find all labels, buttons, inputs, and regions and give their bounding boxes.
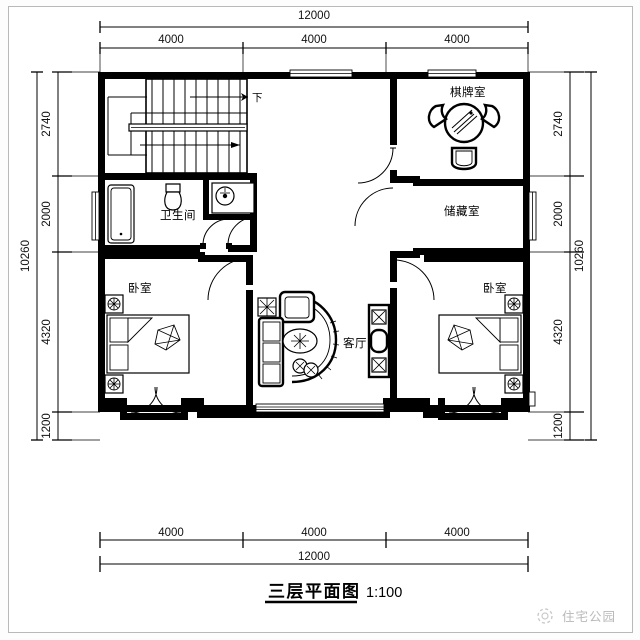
right-dim-seg-3: 4320 bbox=[553, 319, 565, 345]
drawing-scale: 1:100 bbox=[366, 585, 402, 601]
bedroom-left-furniture bbox=[104, 294, 190, 394]
right-dimension-chain: 2740 2000 4320 1200 10260 bbox=[528, 71, 597, 441]
right-dim-seg-2: 2000 bbox=[553, 201, 565, 227]
mahjong-furniture bbox=[427, 102, 501, 171]
bottom-dim-seg-1: 4000 bbox=[158, 527, 184, 539]
left-dim-seg-1: 2740 bbox=[41, 111, 53, 137]
door-bedroom-left bbox=[207, 257, 251, 301]
bottom-total-dim: 12000 bbox=[298, 551, 330, 563]
building-walls bbox=[98, 72, 530, 420]
right-dim-seg-4: 1200 bbox=[553, 413, 565, 439]
right-dim-seg-1: 2740 bbox=[553, 111, 565, 137]
bottom-dim-seg-3: 4000 bbox=[444, 527, 470, 539]
drawing-title: 三层平面图 bbox=[268, 582, 361, 602]
room-label-bedroom-right: 卧室 bbox=[483, 281, 507, 295]
left-total-dim: 10260 bbox=[20, 240, 32, 272]
living-room-furniture bbox=[257, 290, 391, 388]
left-dim-seg-4: 1200 bbox=[41, 413, 53, 439]
left-dim-seg-3: 4320 bbox=[41, 319, 53, 345]
bottom-dim-seg-2: 4000 bbox=[301, 527, 327, 539]
stair-down-annotation: 下 bbox=[252, 92, 263, 104]
tv-icon bbox=[369, 328, 389, 354]
staircase: 下 bbox=[107, 78, 263, 174]
left-dimension-chain: 10260 2740 2000 4320 1200 bbox=[20, 71, 100, 441]
top-dim-seg-1: 4000 bbox=[158, 34, 184, 46]
toilet-icon bbox=[165, 183, 181, 193]
door-bathroom-inner bbox=[227, 216, 257, 246]
bathroom-fixtures bbox=[107, 182, 255, 244]
door-mahjong bbox=[357, 147, 394, 184]
watermark-group: 住宅公园 bbox=[537, 608, 616, 624]
door-balcony-left-a bbox=[130, 386, 158, 414]
bottom-dimension-chain: 4000 4000 4000 12000 bbox=[99, 527, 529, 572]
chair-icon-1 bbox=[427, 103, 449, 129]
chair-icon-2 bbox=[479, 103, 501, 129]
bedroom-right-furniture bbox=[438, 294, 524, 394]
top-dim-seg-2: 4000 bbox=[301, 34, 327, 46]
watermark-text: 住宅公园 bbox=[562, 609, 616, 624]
left-dim-seg-2: 2000 bbox=[41, 201, 53, 227]
door-balcony-right-b bbox=[472, 386, 500, 414]
room-label-living: 客厅 bbox=[343, 336, 367, 350]
room-label-bedroom-left: 卧室 bbox=[128, 281, 152, 295]
right-total-dim: 10260 bbox=[574, 240, 586, 272]
room-label-bathroom: 卫生间 bbox=[160, 208, 196, 222]
door-storage bbox=[354, 187, 394, 227]
door-balcony-left-b bbox=[154, 386, 182, 414]
door-bathroom bbox=[202, 218, 230, 246]
window-right-bedroom bbox=[528, 391, 536, 407]
windows bbox=[91, 69, 537, 413]
room-label-mahjong: 棋牌室 bbox=[450, 85, 486, 99]
room-label-storage: 储藏室 bbox=[444, 204, 480, 218]
top-dim-seg-3: 4000 bbox=[444, 34, 470, 46]
top-dimension-chain: 12000 4000 4000 4000 bbox=[99, 10, 529, 72]
door-balcony-right-a bbox=[448, 386, 476, 414]
doors bbox=[130, 147, 500, 414]
room-labels: 卫生间 棋牌室 储藏室 卧室 卧室 客厅 bbox=[128, 85, 507, 350]
drawing-title-group: 三层平面图 1:100 bbox=[265, 582, 402, 604]
door-bedroom-right bbox=[393, 259, 435, 301]
top-total-dim: 12000 bbox=[298, 10, 330, 22]
window-bottom-living bbox=[255, 403, 385, 413]
sun-logo-icon bbox=[537, 608, 553, 624]
